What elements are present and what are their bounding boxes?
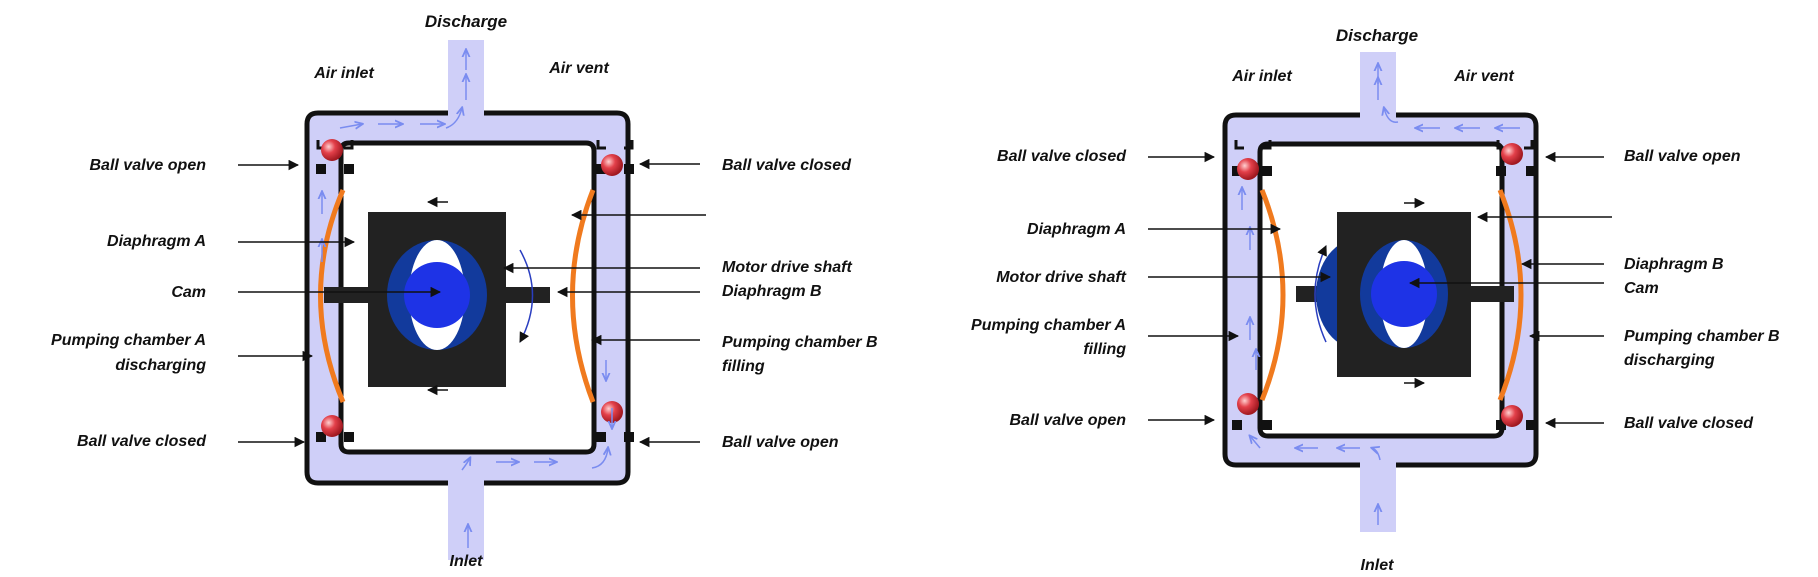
right-diaphragm-a xyxy=(1259,189,1286,401)
right-pump: Discharge Air inlet Air vent Inlet Ball … xyxy=(971,26,1780,574)
right-ball-top-left xyxy=(1237,158,1259,180)
left-pumping-b-label-2: filling xyxy=(722,358,765,375)
right-ball-valve-bottom-right-label: Ball valve closed xyxy=(1624,415,1754,432)
left-motor-drive-shaft-label: Motor drive shaft xyxy=(722,259,852,276)
left-cam xyxy=(404,262,470,328)
left-air-vent-label: Air vent xyxy=(548,60,609,77)
left-pumping-a-label-1: Pumping chamber A xyxy=(51,332,206,349)
left-ball-bottom-left xyxy=(321,415,343,437)
left-pumping-a-label-2: discharging xyxy=(115,357,206,374)
left-ball-valve-top-left-label: Ball valve open xyxy=(90,157,207,174)
right-air-vent-label: Air vent xyxy=(1453,68,1514,85)
right-rotation-arrow xyxy=(1314,245,1327,343)
right-flow-arrows xyxy=(1242,64,1520,525)
left-diaphragm-b-label: Diaphragm B xyxy=(722,283,822,300)
right-ball-valve-top-left-label: Ball valve closed xyxy=(997,148,1127,165)
left-housing xyxy=(304,110,631,486)
left-diaphragm-a xyxy=(318,189,346,403)
left-inlet-label: Inlet xyxy=(450,553,484,570)
right-diaphragm-b-label: Diaphragm B xyxy=(1624,256,1724,273)
left-ball-valve-bottom-left-label: Ball valve closed xyxy=(77,433,207,450)
right-valve-seats xyxy=(1232,140,1536,430)
left-ball-top-left xyxy=(321,139,343,161)
left-discharge-label: Discharge xyxy=(425,12,507,31)
left-cam-label: Cam xyxy=(171,284,206,301)
right-discharge-label: Discharge xyxy=(1336,26,1418,45)
right-ball-valve-bottom-left-label: Ball valve open xyxy=(1010,412,1127,429)
right-diaphragm-a-label: Diaphragm A xyxy=(1027,221,1126,238)
right-motor-drive-shaft-label: Motor drive shaft xyxy=(996,269,1126,286)
right-inlet-label: Inlet xyxy=(1361,557,1395,574)
left-rotation-arrow xyxy=(519,249,534,343)
left-air-inlet-label: Air inlet xyxy=(313,65,374,82)
right-pumping-a-label-1: Pumping chamber A xyxy=(971,317,1126,334)
right-diaphragm-b xyxy=(1497,189,1524,401)
left-ball-top-right xyxy=(601,154,623,176)
left-diaphragm-a-label: Diaphragm A xyxy=(107,233,206,250)
left-pump: Discharge Air inlet Air vent Inlet Ball … xyxy=(51,12,878,570)
right-air-inlet-label: Air inlet xyxy=(1231,68,1292,85)
right-ball-top-right xyxy=(1501,143,1523,165)
right-housing xyxy=(1222,112,1539,468)
right-pumping-a-label-2: filling xyxy=(1083,341,1126,358)
right-pumping-b-label-2: discharging xyxy=(1624,352,1715,369)
right-ball-bottom-left xyxy=(1237,393,1259,415)
left-pumping-b-label-1: Pumping chamber B xyxy=(722,334,878,351)
left-ball-valve-bottom-right-label: Ball valve open xyxy=(722,434,839,451)
right-pumping-b-label-1: Pumping chamber B xyxy=(1624,328,1780,345)
left-flow-arrows xyxy=(322,50,612,548)
left-ball-valve-top-right-label: Ball valve closed xyxy=(722,157,852,174)
right-cam-label: Cam xyxy=(1624,280,1659,297)
right-ball-bottom-right xyxy=(1501,405,1523,427)
right-ball-valve-top-right-label: Ball valve open xyxy=(1624,148,1741,165)
right-cam xyxy=(1371,261,1437,327)
